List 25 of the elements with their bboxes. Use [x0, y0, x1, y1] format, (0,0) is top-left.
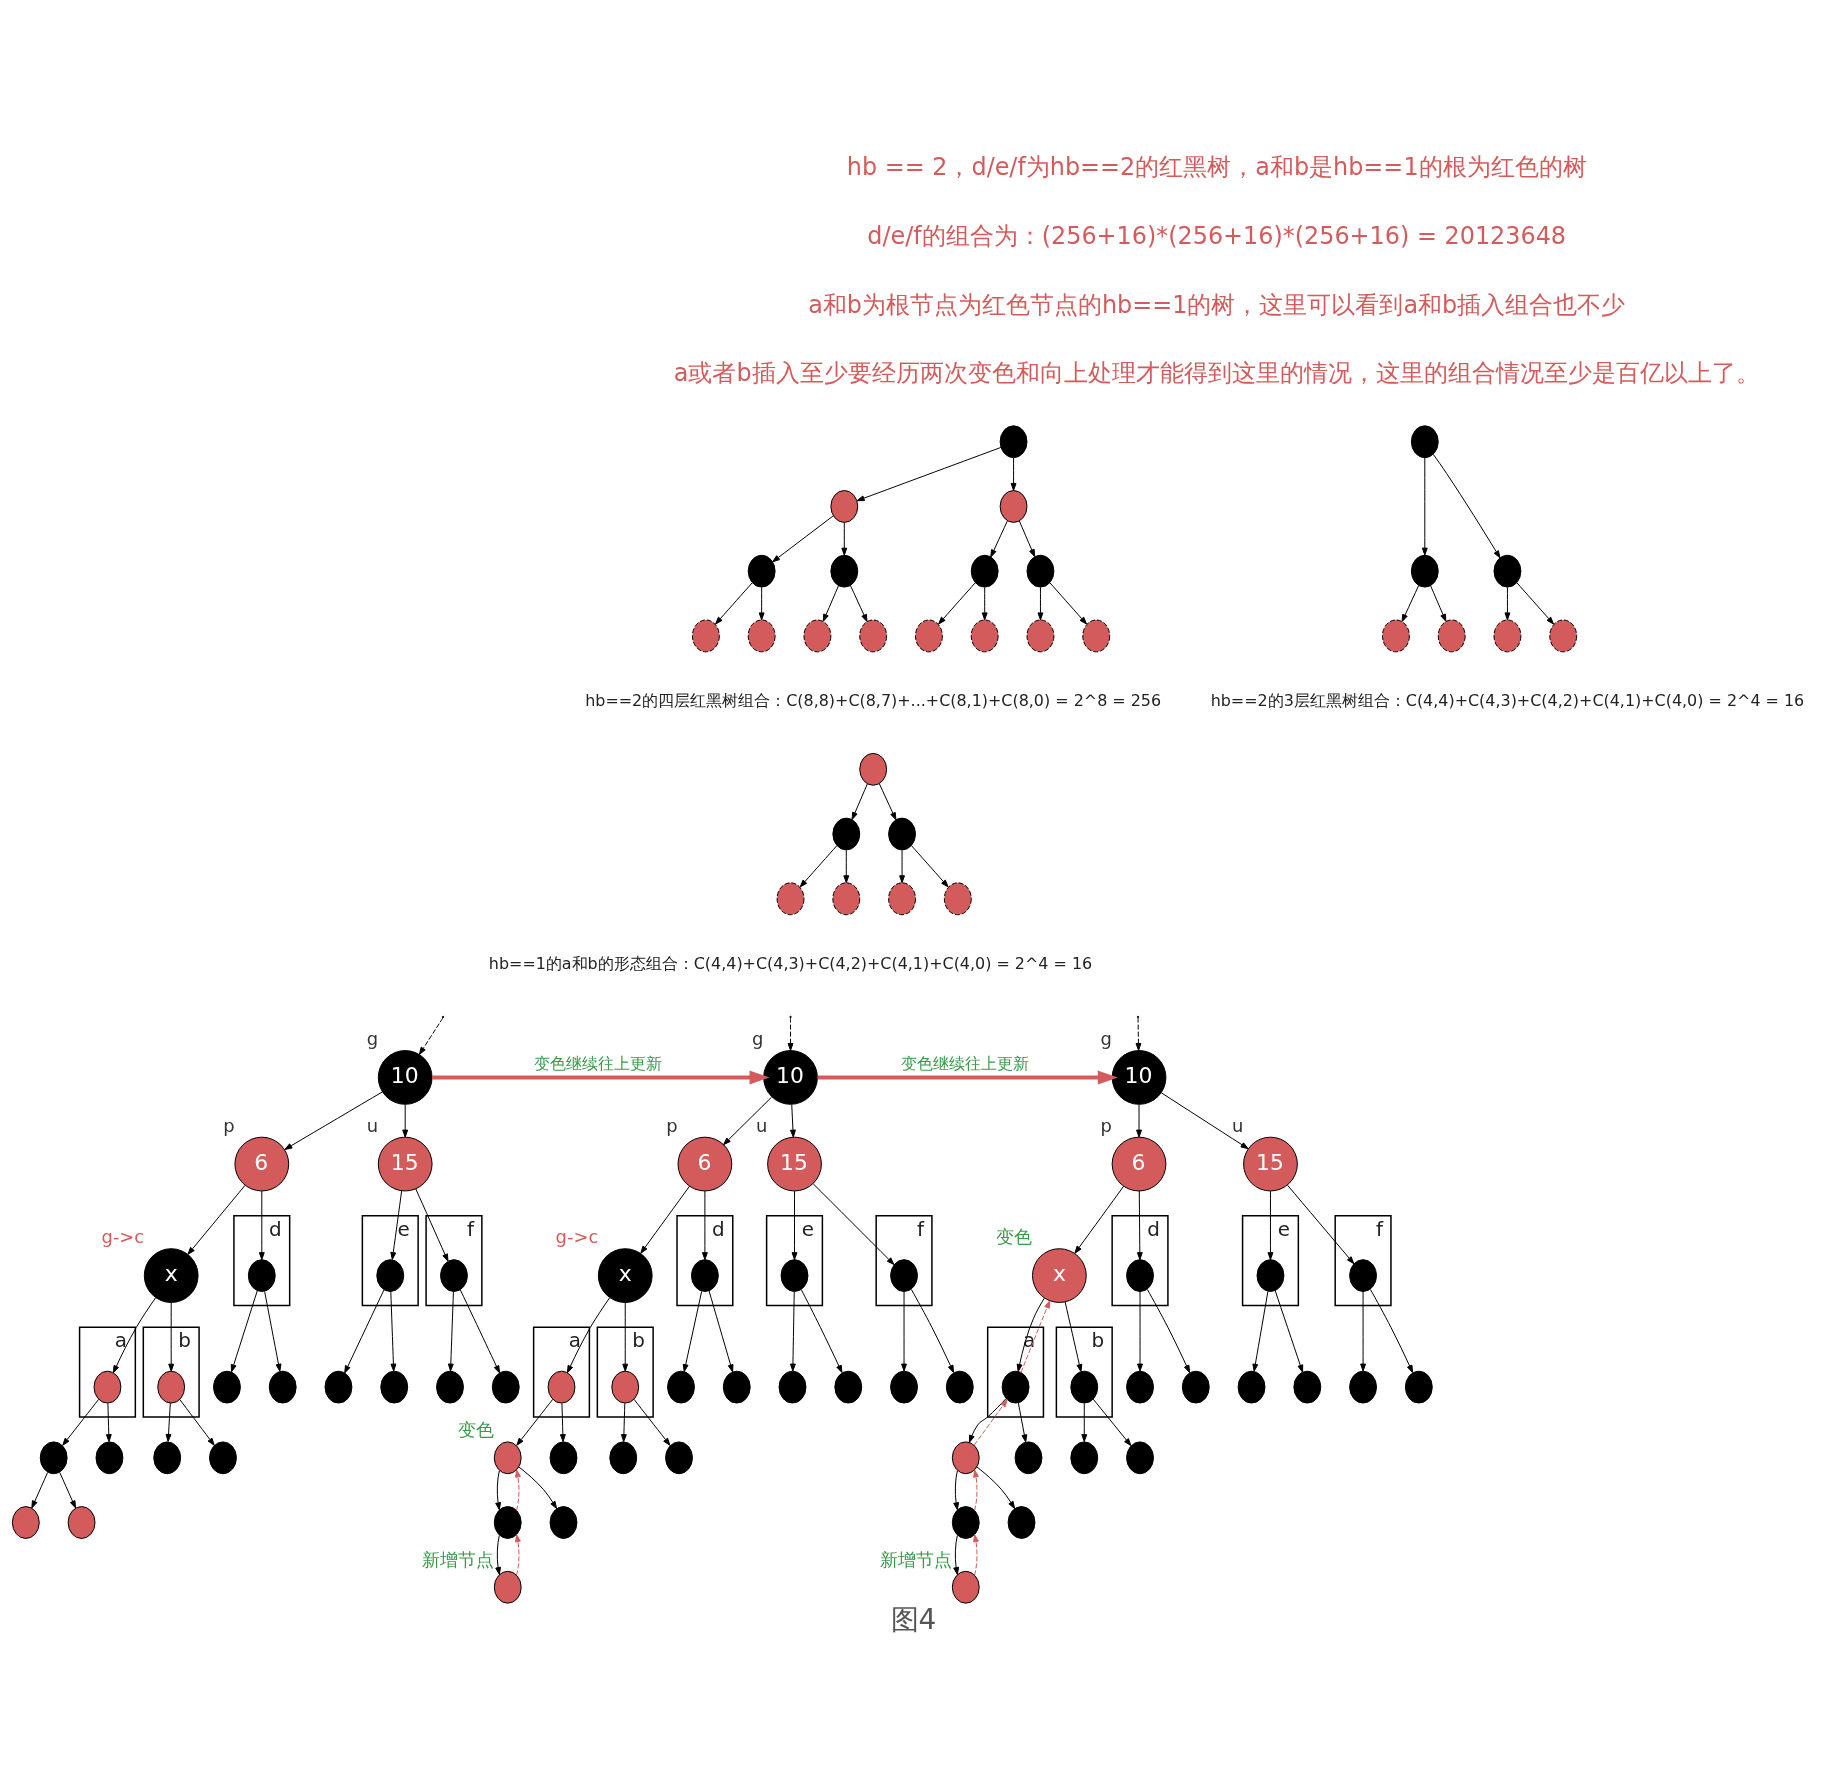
node-label: p — [666, 1114, 678, 1136]
node-label: g — [366, 1027, 379, 1049]
label: hb == 2，d/e/f为hb==2的红黑树，a和b是hb==1的根为红色的树 — [846, 152, 1587, 181]
node-label: g->c — [101, 1225, 145, 1247]
label: d/e/f的组合为：(256+16)*(256+16)*(256+16) = 20123648 — [867, 221, 1567, 250]
node-label: g — [1100, 1027, 1112, 1049]
node-label: 变色 — [457, 1418, 494, 1440]
node-label: u — [755, 1114, 768, 1136]
node-label: g->c — [555, 1225, 599, 1247]
label: hb==2的3层红黑树组合：C(4,4)+C(4,3)+C(4,2)+C(4,1)+C(4,0) = 2^4 = 16 — [1210, 690, 1805, 710]
edge-label: 变色继续往上更新 — [900, 1053, 1029, 1073]
node-label: p — [1100, 1114, 1112, 1136]
label: hb==1的a和b的形态组合：C(4,4)+C(4,3)+C(4,2)+C(4,1)+C(4,0) = 2^4 = 16 — [488, 953, 1093, 973]
node-label: u — [1231, 1114, 1244, 1136]
label: hb==2的四层红黑树组合：C(8,8)+C(8,7)+...+C(8,1)+C(8,0) = 2^8 = 256 — [585, 690, 1162, 710]
caption: 图4 — [890, 1602, 937, 1636]
node-label: g — [751, 1027, 764, 1049]
node-label: p — [223, 1114, 235, 1136]
node-label: u — [366, 1114, 378, 1136]
node-label: 变色 — [996, 1225, 1033, 1247]
node-label: 新增节点 — [879, 1548, 952, 1570]
node-label: 新增节点 — [421, 1548, 494, 1570]
edge-label: 变色继续往上更新 — [533, 1053, 662, 1073]
label: a或者b插入至少要经历两次变色和向上处理才能得到这里的情况，这里的组合情况至少是百亿以上了。 — [673, 358, 1760, 387]
label: a和b为根节点为红色节点的hb==1的树，这里可以看到a和b插入组合也不少 — [808, 289, 1626, 318]
